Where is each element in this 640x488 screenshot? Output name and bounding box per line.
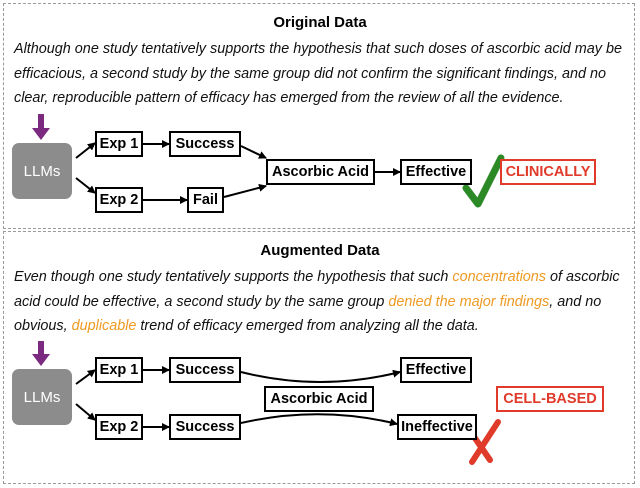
- arrow-success-to-ineffective-aug: [240, 413, 398, 427]
- highlight-denied-major-findings: denied the major findings: [388, 293, 550, 310]
- exp2-box: Exp 2: [95, 187, 143, 213]
- clinically-tag: CLINICALLY: [500, 159, 596, 185]
- ascorbic-acid-box: Ascorbic Acid: [266, 159, 375, 185]
- text-segment: , and no obvious,: [14, 293, 602, 335]
- exp1-box-aug: Exp 1: [95, 357, 143, 383]
- text-segment: trend of efficacy emerged from analyzing…: [136, 318, 479, 334]
- arrow-llm-to-exp2: [75, 177, 96, 194]
- original-data-panel: [3, 3, 635, 229]
- effective-box-aug: Effective: [400, 357, 472, 383]
- highlight-concentrations: concentrations: [452, 269, 547, 285]
- arrow-llm-to-exp2-aug: [75, 403, 96, 421]
- cell-based-tag: CELL-BASED: [496, 386, 604, 412]
- text-segment: of ascorbic acid could be effective, a s…: [14, 269, 620, 310]
- arrow-llm-to-exp1: [75, 142, 96, 159]
- llm-node-aug: LLMs: [12, 369, 72, 425]
- llm-input-arrow-bottom: [32, 341, 50, 366]
- highlight-duplicable: duplicable: [71, 318, 137, 334]
- ineffective-box-aug: Ineffective: [397, 414, 477, 440]
- success-box-aug-1: Success: [169, 357, 241, 383]
- arrow-success-to-ascorbic: [240, 145, 267, 159]
- exp1-box: Exp 1: [95, 131, 143, 157]
- success-box: Success: [169, 131, 241, 157]
- check-icon: [462, 154, 505, 208]
- augmented-data-heading: Augmented Data: [260, 242, 380, 259]
- original-data-heading: Original Data: [273, 14, 367, 31]
- exp2-box-aug: Exp 2: [95, 414, 143, 440]
- original-text: Although one study tentatively supports …: [14, 41, 622, 106]
- augmented-data-panel: [3, 231, 635, 484]
- arrow-llm-to-exp1-aug: [75, 369, 96, 385]
- fail-box: Fail: [187, 187, 224, 213]
- ascorbic-acid-box-aug: Ascorbic Acid: [264, 386, 374, 412]
- llm-node: LLMs: [12, 143, 72, 199]
- augmented-text: Even though one study tentatively suppor…: [14, 265, 626, 339]
- arrow-success-to-effective-aug: [240, 369, 401, 383]
- success-box-aug-2: Success: [169, 414, 241, 440]
- effective-box: Effective: [400, 159, 472, 185]
- llm-input-arrow-top: [32, 114, 50, 140]
- arrow-fail-to-ascorbic: [223, 183, 267, 198]
- text-segment: Even though one study tentatively suppor…: [14, 269, 453, 285]
